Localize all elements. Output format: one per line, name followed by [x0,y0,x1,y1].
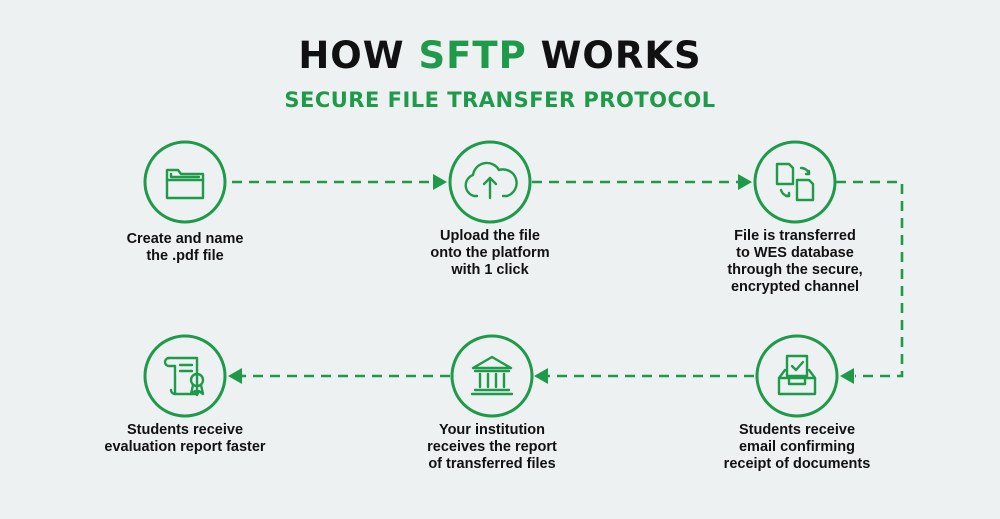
step-4-line-2: email confirming [738,439,856,455]
step-2-circle [448,140,532,224]
step-4-line-1: Students receive [738,422,856,438]
page-subtitle: SECURE FILE TRANSFER PROTOCOL [284,88,716,112]
step-5-line-3: of transferred files [428,456,556,472]
step-4-line-3: receipt of documents [723,456,871,472]
step-2-caption: Upload the file onto the platform with 1… [370,228,610,279]
step-1-line-2: the .pdf file [146,248,224,264]
step-5-caption: Your institution receives the report of … [372,422,612,473]
title-prefix: HOW [298,34,405,77]
step-3-circle [753,140,837,224]
title-highlight: SFTP [418,34,527,77]
inbox-check-icon [777,354,817,396]
step-5-line-1: Your institution [438,422,546,438]
step-2-line-3: with 1 click [451,262,529,278]
step-3-line-2: to WES database [736,245,854,261]
arrowhead-3 [840,368,854,384]
folder-icon [165,168,205,200]
step-6-circle [143,334,227,418]
step-3-line-4: encrypted channel [730,279,860,295]
step-6-caption: Students receive evaluation report faste… [65,422,305,456]
step-1-caption: Create and name the .pdf file [65,231,305,265]
step-3-caption: File is transferred to WES database thro… [675,228,915,296]
arrowhead-5 [228,368,242,384]
title-suffix: WORKS [540,34,702,77]
institution-icon [470,355,514,396]
certificate-scroll-icon [163,356,205,397]
page-title: HOW SFTP WORKS [0,34,1000,77]
arrowhead-2 [738,174,752,190]
step-3-line-3: through the secure, [727,262,863,278]
step-2-line-2: onto the platform [430,245,550,261]
step-6-line-1: Students receive [126,422,244,438]
step-1-line-1: Create and name [126,231,244,247]
step-5-circle [450,334,534,418]
connector-3-4 [836,180,904,378]
step-4-circle [755,334,839,418]
arrowhead-4 [534,368,548,384]
step-2-line-1: Upload the file [440,228,540,244]
step-4-caption: Students receive email confirming receip… [677,422,917,473]
cloud-upload-icon [464,161,518,200]
step-6-line-2: evaluation report faster [104,439,266,455]
step-3-line-1: File is transferred [734,228,856,244]
arrowhead-1 [433,174,447,190]
step-5-line-2: receives the report [427,439,557,455]
step-1-circle [143,140,227,224]
file-transfer-icon [775,162,815,202]
